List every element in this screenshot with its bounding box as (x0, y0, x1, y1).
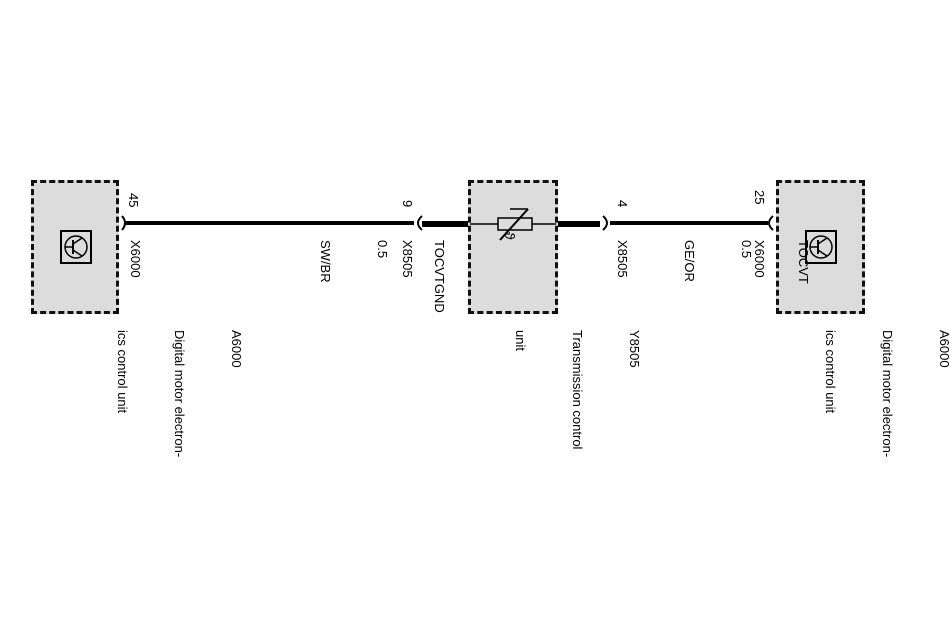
pin-45: 45 (126, 193, 141, 208)
signal-name: TOCVT (796, 240, 811, 284)
connector-x8505-right (602, 215, 608, 231)
component-name: Digital motor electron- (880, 330, 895, 458)
signal-name: TOCVTGND (432, 240, 447, 313)
left-ecu-label: A6000 Digital motor electron- ics contro… (94, 330, 284, 457)
pin-9: 9 (400, 200, 415, 208)
connector-label-x6000: X6000 (128, 240, 143, 278)
component-name: ics control unit (115, 330, 130, 414)
transistor-icon (60, 230, 92, 264)
temperature-symbol: ϑ (502, 232, 518, 240)
pin-4: 4 (615, 200, 630, 208)
center-unit-box (468, 180, 558, 314)
connector-label-x8505: X8505 (615, 240, 630, 278)
connector-x6000-left (121, 215, 126, 231)
connector-x8505-left (417, 215, 423, 231)
wire-gauge: 0.5 (739, 240, 754, 259)
component-id: Y8505 (627, 330, 642, 368)
component-name: Transmission control (570, 330, 585, 450)
wire-color: GE/OR (682, 240, 697, 282)
component-id: A6000 (229, 330, 244, 368)
variable-resistor-icon (470, 208, 556, 241)
component-name: Digital motor electron- (172, 330, 187, 458)
wire-color: SW/BR (318, 240, 333, 283)
pin-25: 25 (752, 190, 767, 205)
right-ecu-box (776, 180, 865, 314)
center-unit-label: Y8505 Transmission control unit (492, 330, 682, 449)
wire-label-tocvtgnd: TOCVTGND 0.5 SW/BR (297, 240, 487, 313)
wire-label-tocvt: TOCVT 0.5 GE/OR (661, 240, 851, 284)
left-ecu-box (31, 180, 119, 314)
wire-gauge: 0.5 (375, 240, 390, 259)
component-name: unit (513, 330, 528, 351)
component-id: A6000 (937, 330, 951, 368)
connector-label-x6000: X6000 (752, 240, 767, 278)
right-ecu-label: A6000 Digital motor electron- ics contro… (802, 330, 951, 457)
connector-label-x8505: X8505 (400, 240, 415, 278)
transistor-icon (805, 230, 837, 264)
component-name: ics control unit (823, 330, 838, 414)
connector-x6000-right (768, 215, 774, 231)
